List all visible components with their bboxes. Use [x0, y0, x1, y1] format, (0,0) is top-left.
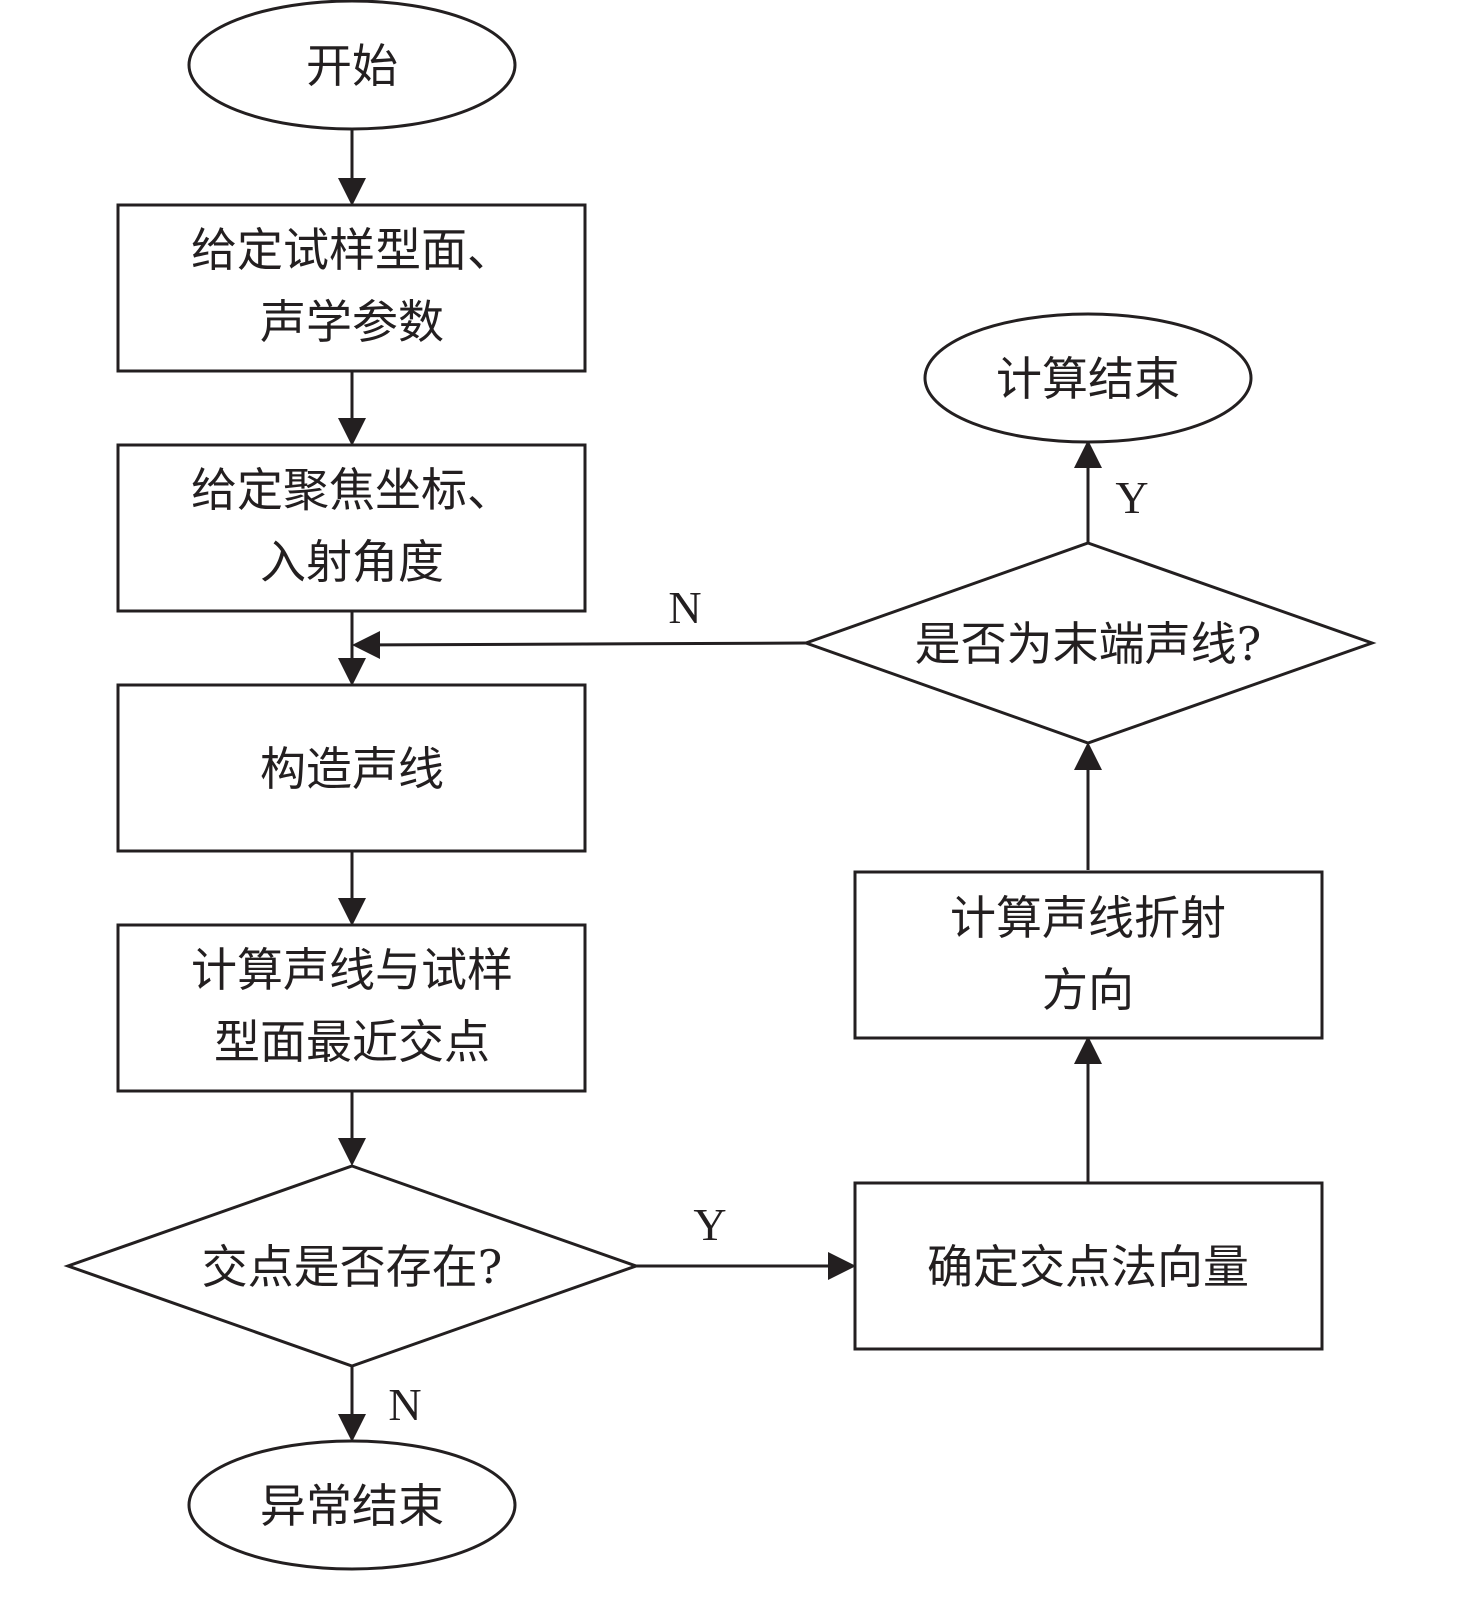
arrow-head	[338, 178, 366, 206]
start-label: 开始	[306, 39, 398, 93]
calc-intersection-label-2: 型面最近交点	[214, 1015, 490, 1069]
refraction-label-2: 方向	[1042, 963, 1134, 1017]
arrow-head	[338, 1138, 366, 1166]
intersection-exists-decision	[63, 1164, 641, 1368]
calc-end-label: 计算结束	[996, 352, 1180, 406]
arrow-head	[828, 1252, 856, 1280]
refraction-node	[853, 870, 1324, 1040]
edge-last-no-loop	[357, 641, 807, 647]
last-yes-label: Y	[1115, 472, 1148, 523]
set-params-node	[116, 203, 587, 373]
arrow-head	[338, 658, 366, 686]
calc-intersection-label-1: 计算声线与试样	[191, 943, 513, 997]
connectors	[338, 130, 1102, 1442]
intersection-exists-label: 交点是否存在?	[202, 1240, 503, 1294]
arrow-head	[1074, 742, 1102, 770]
arrow-head	[338, 898, 366, 926]
normal-vector-label: 确定交点法向量	[927, 1240, 1249, 1294]
arrow-head	[338, 418, 366, 446]
calc-intersection-node	[116, 923, 587, 1093]
set-params-label-2: 声学参数	[260, 295, 444, 349]
start-node	[187, 0, 517, 131]
abnormal-end-label: 异常结束	[260, 1479, 444, 1533]
normal-vector-node	[853, 1181, 1324, 1351]
set-focus-node	[116, 443, 587, 613]
set-focus-label-2: 入射角度	[260, 535, 444, 589]
arrow-head	[338, 1414, 366, 1442]
set-params-label-1: 给定试样型面、	[191, 223, 513, 277]
build-ray-label: 构造声线	[260, 742, 444, 796]
set-focus-label-1: 给定聚焦坐标、	[191, 463, 513, 517]
exists-no-label: N	[388, 1379, 421, 1430]
refraction-label-1: 计算声线折射	[950, 891, 1226, 945]
last-ray-decision	[801, 541, 1377, 745]
abnormal-end-node	[187, 1439, 517, 1571]
arrow-head	[352, 631, 380, 659]
calc-end-node	[923, 312, 1253, 444]
last-no-label: N	[668, 582, 701, 633]
build-ray-node	[116, 683, 587, 853]
arrow-head	[1074, 1036, 1102, 1064]
exists-yes-label: Y	[693, 1199, 726, 1250]
arrow-head	[1074, 440, 1102, 468]
last-ray-label: 是否为末端声线?	[915, 617, 1262, 671]
